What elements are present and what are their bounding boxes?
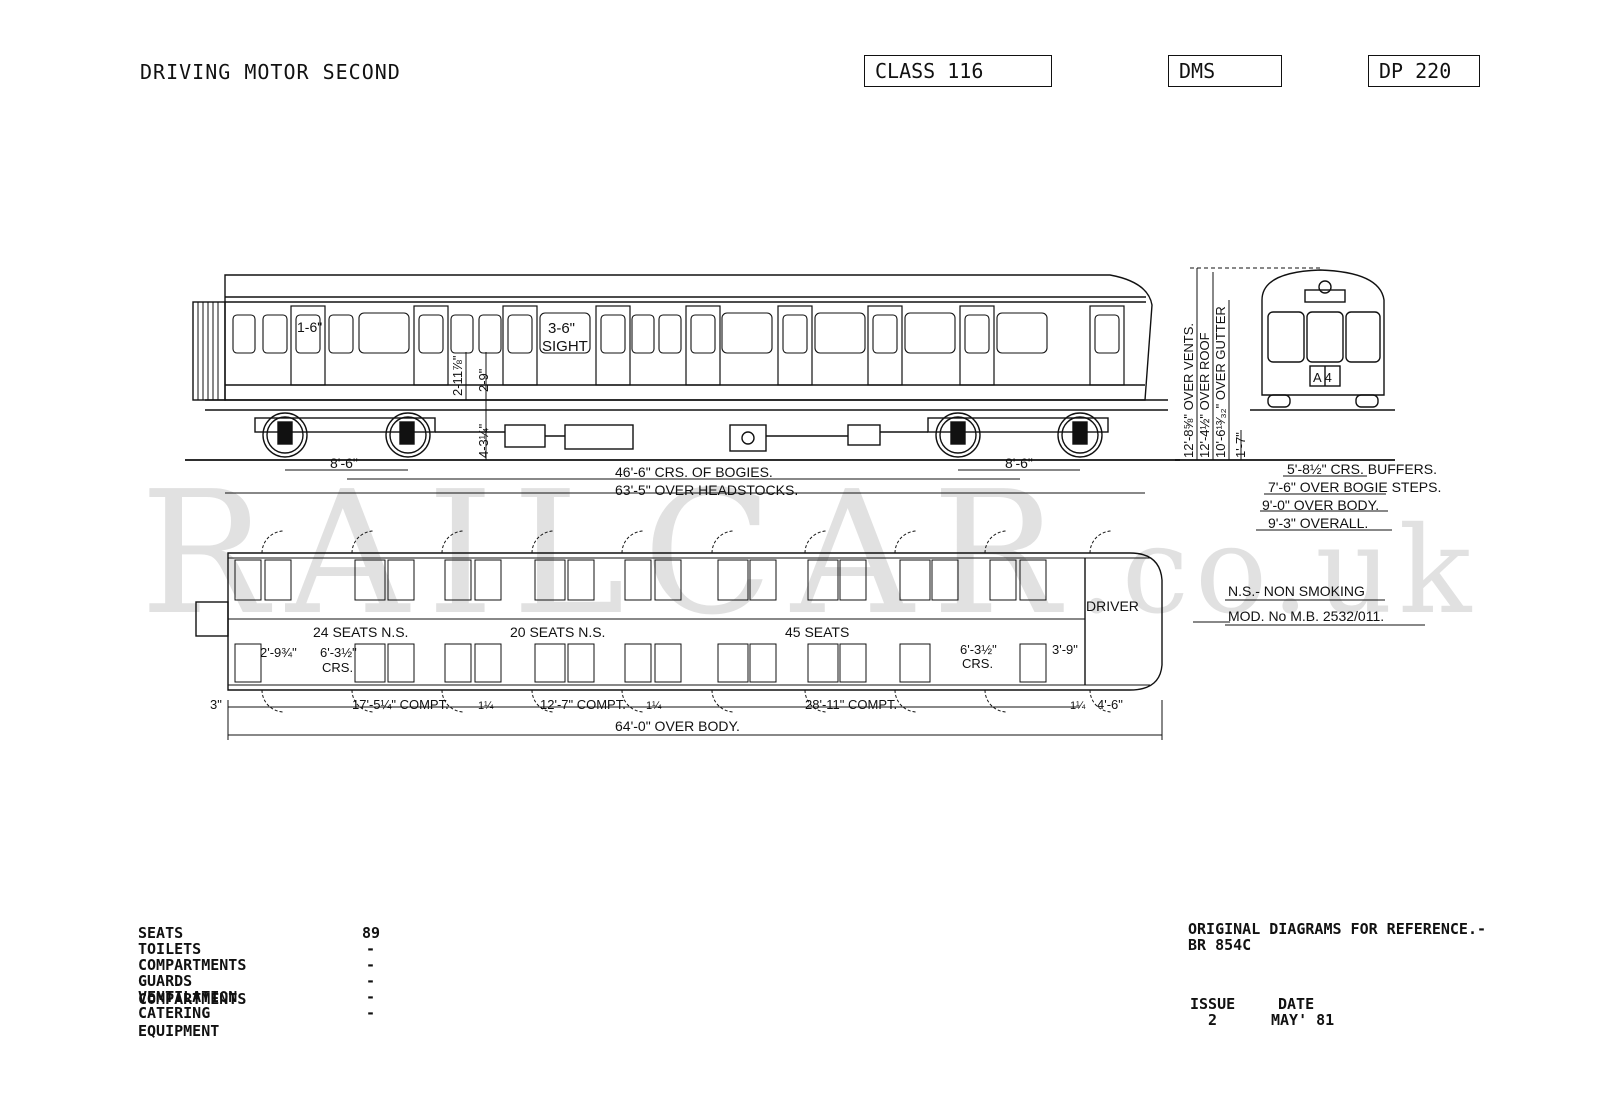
- stat-value-compartments: -: [366, 956, 376, 974]
- class-box: CLASS 116: [864, 55, 1052, 87]
- over-bogie-steps-label: 7'-6" OVER BOGIE STEPS.: [1268, 479, 1441, 495]
- crs-left-word: CRS.: [322, 660, 353, 675]
- stat-value-seats: 89: [362, 924, 381, 942]
- window-width-label: 1-6": [297, 319, 322, 335]
- crs-buffers-label: 5'-8½" CRS. BUFFERS.: [1287, 461, 1437, 477]
- seats-section-3: 45 SEATS: [785, 624, 849, 640]
- plan-body: [227, 552, 1163, 691]
- date-label: DATE: [1278, 995, 1315, 1013]
- watermark-suffix: .co.uk: [1077, 502, 1478, 641]
- watermark: RAILCAR.co.uk: [140, 455, 1477, 653]
- over-gutter-label: 10'-6¹³⁄₃₂" OVER GUTTER: [1213, 306, 1228, 458]
- overall-label: 9'-3" OVERALL.: [1268, 515, 1368, 531]
- stat-label-ventilation: VENTILATION: [138, 988, 238, 1006]
- stat-value-catering: -: [366, 1004, 376, 1022]
- bogie-right: [927, 412, 1109, 458]
- end-over-body-label: 9'-0" OVER BODY.: [1262, 497, 1379, 513]
- side-body: [224, 274, 1153, 401]
- bogie-centres-label: 46'-6" CRS. OF BOGIES.: [615, 464, 773, 480]
- stat-value-guards: -: [366, 972, 376, 990]
- diagram-title: DRIVING MOTOR SECOND: [140, 60, 401, 84]
- crs-right-value: 6'-3½": [960, 642, 997, 657]
- stat-label-compartments: COMPARTMENTS: [138, 956, 247, 974]
- stat-value-toilets: -: [366, 940, 376, 958]
- dim-window-height: 2-11⅞": [450, 355, 465, 396]
- end-body: [1261, 269, 1385, 396]
- stat-value-ventilation: -: [366, 988, 376, 1006]
- reference-title: ORIGINAL DIAGRAMS FOR REFERENCE.-: [1188, 920, 1487, 938]
- over-vents-label: 12'-8⅝" OVER VENTS.: [1181, 323, 1196, 458]
- bogie-wheelbase-left: 8'-6": [330, 455, 358, 471]
- plan-over-body-label: 64'-0" OVER BODY.: [615, 718, 740, 734]
- dim-cab-right: 3'-9": [1052, 642, 1078, 657]
- seats-section-1: 24 SEATS N.S.: [313, 624, 408, 640]
- date-value: MAY' 81: [1271, 1011, 1335, 1029]
- diagram-number-box: DP 220: [1368, 55, 1480, 87]
- rail-height-label: 1'-7": [1233, 432, 1248, 458]
- side-view: [185, 274, 1180, 494]
- dim-end-width: 2'-9¾": [260, 645, 297, 660]
- partition-3: 1¼: [1070, 700, 1086, 712]
- crs-right-word: CRS.: [962, 656, 993, 671]
- issue-value: 2: [1208, 1011, 1218, 1029]
- stat-label-guards: GUARDS COMPARTMENTS: [138, 972, 247, 1008]
- compt-3-length: 28'-11" COMPT.: [805, 697, 897, 712]
- stat-label-seats: SEATS: [138, 924, 184, 942]
- non-smoking-note: N.S.- NON SMOKING: [1228, 583, 1365, 599]
- watermark-main: RAILCAR: [140, 455, 1078, 653]
- crs-left-value: 6'-3½": [320, 645, 357, 660]
- partition-1: 1¼: [478, 700, 494, 712]
- issue-label: ISSUE: [1190, 995, 1236, 1013]
- bogie-wheelbase-right: 8'-6": [1005, 455, 1033, 471]
- sight-label: 3-6": [548, 320, 575, 337]
- bogie-left: [254, 412, 436, 458]
- over-roof-label: 12'-4½" OVER ROOF: [1197, 332, 1212, 458]
- compt-1-length: 17'-5¼" COMPT.: [352, 697, 449, 712]
- compt-2-length: 12'-7" COMPT.: [540, 697, 626, 712]
- stat-label-catering: CATERING EQUIPMENT: [138, 1004, 220, 1040]
- dim-step-height: 4-3¼": [476, 423, 491, 458]
- plan-view: [195, 530, 1425, 740]
- type-box: DMS: [1168, 55, 1282, 87]
- partition-2: 1¼: [646, 700, 662, 712]
- driver-label: DRIVER: [1086, 598, 1139, 614]
- dim-window-sill: 2-9": [476, 368, 491, 392]
- end-view: [1175, 267, 1395, 531]
- over-headstocks-label: 63'-5" OVER HEADSTOCKS.: [615, 482, 798, 498]
- stat-label-toilets: TOILETS: [138, 940, 202, 958]
- seats-section-2: 20 SEATS N.S.: [510, 624, 605, 640]
- dim-end-gap: 3": [210, 697, 222, 712]
- headcode-label: A 4: [1313, 370, 1332, 385]
- reference-code: BR 854C: [1188, 936, 1252, 954]
- dim-cab: 4'-6": [1097, 697, 1123, 712]
- sight-word: SIGHT: [542, 338, 588, 355]
- modification-note: MOD. No M.B. 2532/011.: [1228, 608, 1384, 624]
